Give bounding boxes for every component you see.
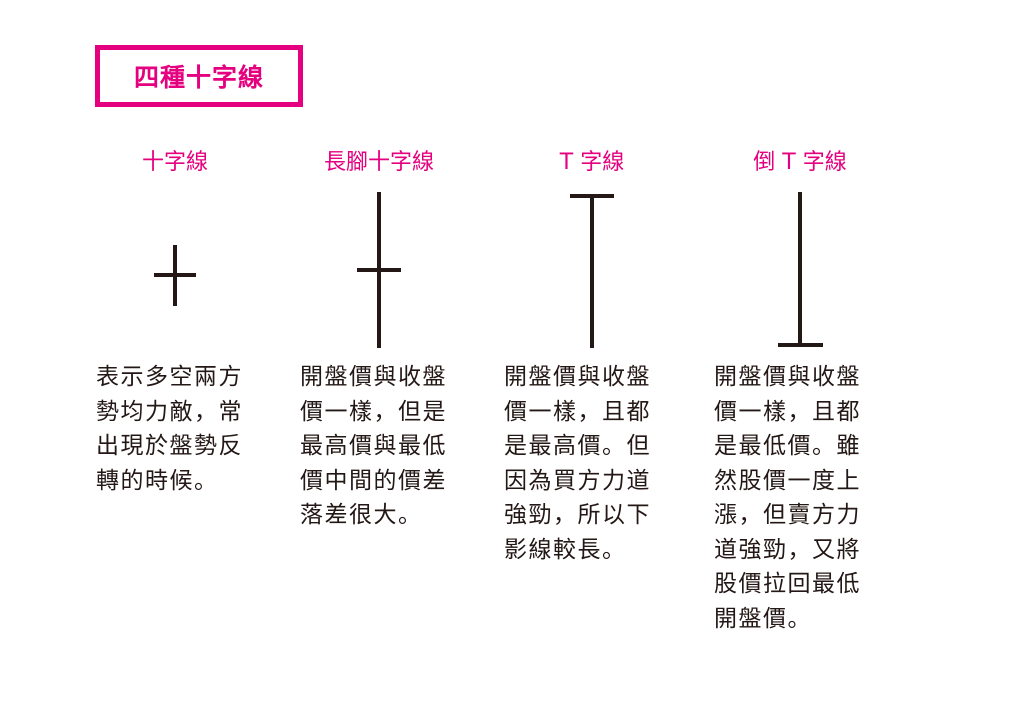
desc-line: 落差很大。 <box>300 502 423 528</box>
cross-shape <box>154 245 196 306</box>
long-legged-cross-shape <box>357 192 401 348</box>
desc-line: 是最低價。雖 <box>714 433 861 459</box>
desc-line: 漲，但賣方力 <box>714 502 861 528</box>
desc-line: 強勁，所以下 <box>504 502 651 528</box>
desc-line: 勢均力敵，常 <box>96 398 243 425</box>
desc-line: 開盤價與收盤 <box>300 364 447 390</box>
heading-box: 四種十字線 <box>95 45 303 107</box>
desc-line: 轉的時候。 <box>96 467 219 494</box>
inverted-t-line-shape <box>778 192 823 347</box>
desc-line: 股價拉回最低 <box>714 571 861 597</box>
heading: 四種十字線 <box>133 63 264 92</box>
desc-t-line: 開盤價與收盤 價一樣，且都 是最高價。但 因為買方力道 強勁，所以下 影線較長。 <box>504 360 651 567</box>
title-cross: 十字線 <box>141 150 208 175</box>
desc-long-legged-cross: 開盤價與收盤 價一樣，但是 最高價與最低 價中間的價差 落差很大。 <box>300 360 447 533</box>
desc-line: 價一樣，但是 <box>300 398 447 425</box>
desc-line: 開盤價與收盤 <box>714 364 861 390</box>
desc-line: 價一樣，且都 <box>504 398 651 425</box>
desc-line: 表示多空兩方 <box>96 364 243 390</box>
t-line-shape <box>570 194 614 348</box>
title-t-line: T 字線 <box>559 150 625 175</box>
desc-line: 影線較長。 <box>504 536 627 563</box>
desc-line: 開盤價與收盤 <box>504 364 651 390</box>
desc-line: 因為買方力道 <box>504 467 651 494</box>
desc-line: 最高價與最低 <box>300 433 447 459</box>
title-inverted-t-line: 倒 T 字線 <box>753 150 847 175</box>
desc-line: 價中間的價差 <box>300 467 447 494</box>
desc-line: 道強勁，又將 <box>714 536 861 563</box>
desc-cross: 表示多空兩方 勢均力敵，常 出現於盤勢反 轉的時候。 <box>96 360 243 498</box>
desc-line: 是最高價。但 <box>504 433 651 459</box>
desc-line: 開盤價。 <box>714 605 812 632</box>
title-long-legged-cross: 長腳十字線 <box>323 150 434 175</box>
desc-line: 然股價一度上 <box>714 467 861 494</box>
desc-line: 出現於盤勢反 <box>96 433 243 459</box>
desc-line: 價一樣，且都 <box>714 398 861 425</box>
desc-inverted-t-line: 開盤價與收盤 價一樣，且都 是最低價。雖 然股價一度上 漲，但賣方力 道強勁，又… <box>714 360 861 636</box>
